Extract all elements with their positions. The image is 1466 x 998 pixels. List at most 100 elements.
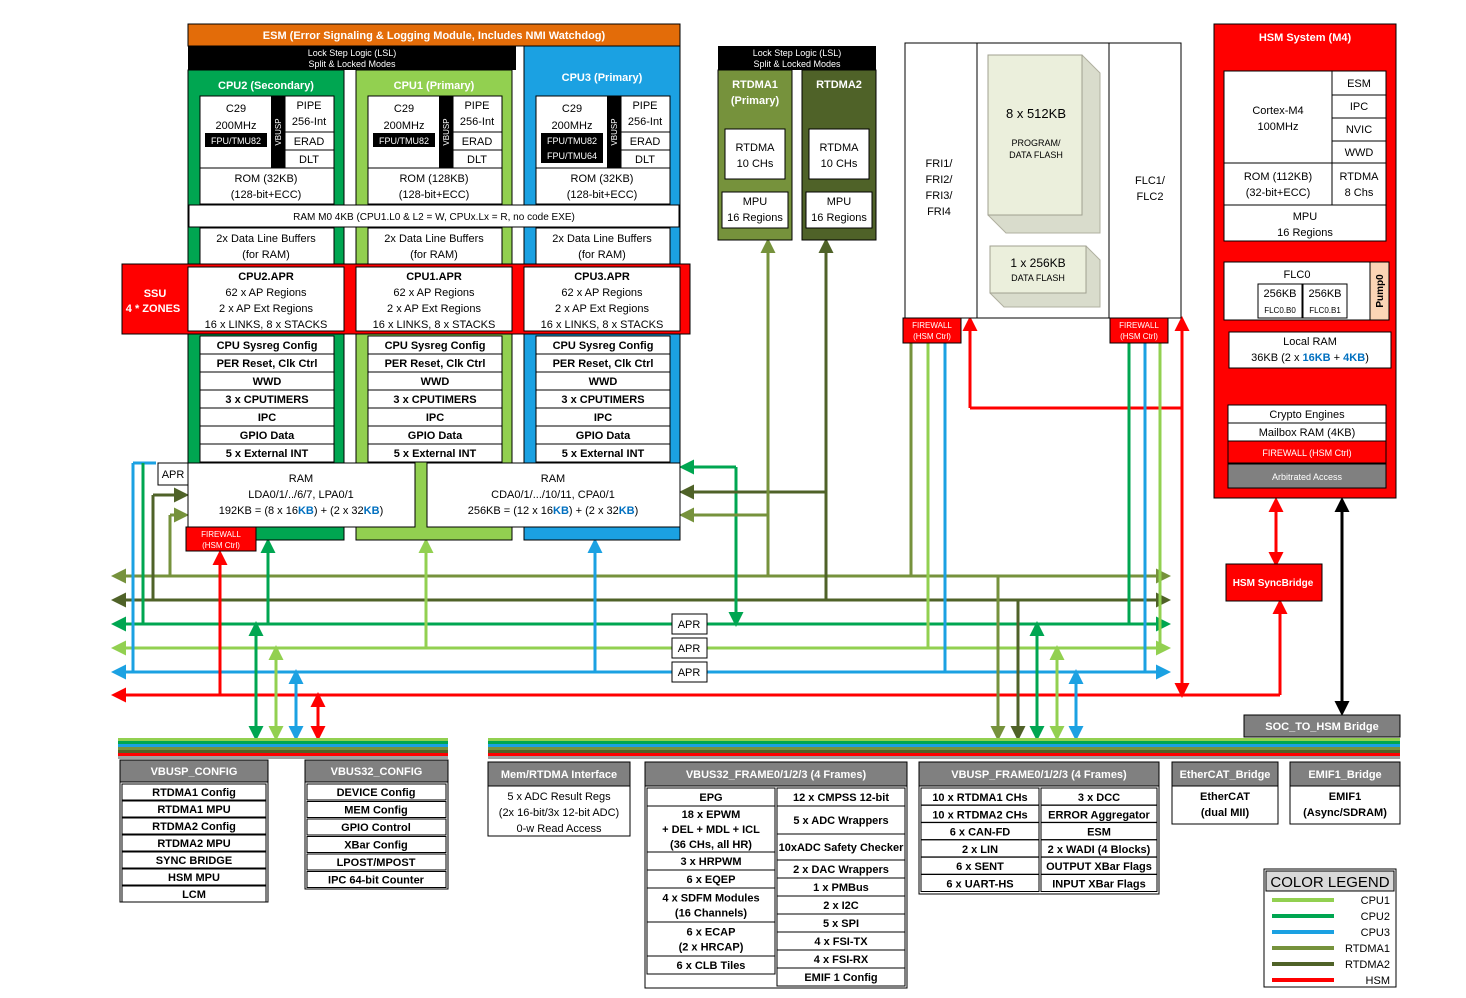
peripheral-label: PER Reset, Clk Ctrl (217, 358, 318, 370)
cpu2-title: CPU2 (Secondary) (218, 80, 314, 92)
vbus32-config-label: DEVICE Config (337, 787, 416, 799)
svg-text:Lock Step Logic (LSL): Lock Step Logic (LSL) (753, 48, 842, 58)
svg-text:FIREWALL: FIREWALL (912, 321, 952, 330)
lsl-line2: Split & Locked Modes (308, 59, 396, 69)
svg-text:ERAD: ERAD (462, 136, 493, 148)
legend-label: CPU1 (1361, 895, 1390, 907)
svg-text:HSM SyncBridge: HSM SyncBridge (1233, 578, 1314, 589)
svg-text:FRI3/: FRI3/ (926, 190, 954, 202)
svg-text:16 x LINKS, 8 x STACKS: 16 x LINKS, 8 x STACKS (541, 319, 664, 331)
vbus32-frame-left-cell (646, 887, 776, 923)
peripheral-label: GPIO Data (408, 430, 463, 442)
ethercat-line: EtherCAT (1200, 791, 1250, 803)
svg-text:10 CHs: 10 CHs (737, 158, 774, 170)
vbusp-config-cell (121, 851, 267, 869)
svg-text:256KB: 256KB (1263, 288, 1296, 300)
mem-rtdma-header (487, 761, 631, 787)
rtdma1-block: RTDMA1 (Primary) RTDMA 10 CHs MPU 16 Reg… (717, 69, 793, 241)
svg-text:MPU: MPU (827, 196, 852, 208)
svg-text:FRI1/: FRI1/ (926, 158, 954, 170)
svg-text:ROM (32KB): ROM (32KB) (571, 173, 634, 185)
vbus32-frame-right-label: EMIF 1 Config (804, 972, 877, 984)
svg-text:256-Int: 256-Int (292, 116, 326, 128)
rtdma-lsl: Lock Step Logic (LSL) Split & Locked Mod… (718, 46, 876, 70)
ram-left-block: RAM LDA0/1/../6/7, LPA0/1 192KB = (8 x 1… (187, 462, 416, 528)
vbusp-config-cell (121, 817, 267, 835)
legend-label: RTDMA1 (1345, 943, 1390, 955)
mem-rtdma-header-label: Mem/RTDMA Interface (501, 769, 617, 781)
svg-text:1 x 256KB: 1 x 256KB (1010, 256, 1065, 270)
vbus32-frame-right-cell (776, 805, 906, 835)
vbus32-frame-left-cell (646, 955, 776, 975)
ram-m0-label: RAM M0 4KB (CPU1.L0 & L2 = W, CPUx.Lx = … (293, 212, 575, 223)
svg-text:10 CHs: 10 CHs (821, 158, 858, 170)
svg-text:ROM (32KB): ROM (32KB) (235, 173, 298, 185)
svg-text:FLC0.B0: FLC0.B0 (1264, 306, 1296, 315)
svg-text:Arbitrated Access: Arbitrated Access (1272, 472, 1343, 482)
vbus32-frame-left-label: (2 x HRCAP) (679, 942, 744, 954)
vbus32-frame-right-label: 5 x ADC Wrappers (793, 815, 888, 827)
emif1-line: (Async/SDRAM) (1303, 807, 1387, 819)
svg-text:FIREWALL: FIREWALL (1119, 321, 1159, 330)
rtdma2-block: RTDMA2 RTDMA 10 CHs MPU 16 Regions (801, 69, 877, 241)
peripheral-label: 3 x CPUTIMERS (393, 394, 476, 406)
peripheral-label: CPU Sysreg Config (217, 340, 318, 352)
vbus32-frame-left-label: (36 CHs, all HR) (670, 839, 752, 851)
svg-text:DLT: DLT (467, 154, 487, 166)
vbusp-frame-right-label: OUTPUT XBar Flags (1046, 861, 1152, 873)
svg-text:Mailbox RAM (4KB): Mailbox RAM (4KB) (1259, 427, 1356, 439)
hsm-syncbridge (1225, 563, 1323, 602)
lsl-line1: Lock Step Logic (LSL) (308, 48, 397, 58)
vbusp-frame-left-label: 10 x RTDMA1 CHs (932, 792, 1027, 804)
vbus32-frame-left-label: 6 x ECAP (687, 927, 736, 939)
legend-label: RTDMA2 (1345, 959, 1390, 971)
svg-text:(Primary): (Primary) (731, 95, 780, 107)
vbusp-config-label: RTDMA1 Config (152, 787, 236, 799)
svg-text:2x Data Line Buffers: 2x Data Line Buffers (552, 233, 652, 245)
peripheral-label: 3 x CPUTIMERS (225, 394, 308, 406)
vbusp-frame-left-label: 6 x UART-HS (946, 879, 1013, 891)
svg-text:(128-bit+ECC): (128-bit+ECC) (567, 189, 638, 201)
vbus32-config-label: GPIO Control (341, 822, 411, 834)
peripheral-cell (199, 443, 335, 463)
vbus32-frame-header-label: VBUS32_FRAME0/1/2/3 (4 Frames) (686, 769, 867, 781)
peripheral-label: WWD (421, 376, 450, 388)
mem-rtdma-line: (2x 16-bit/3x 12-bit ADC) (499, 807, 619, 819)
svg-text:PIPE: PIPE (632, 100, 657, 112)
vbus32-frame-left-label: EPG (699, 792, 722, 804)
svg-text:ERAD: ERAD (294, 136, 325, 148)
vbus32-frame-right-label: 4 x FSI-RX (814, 954, 869, 966)
vbusp-frame-right-cell (1040, 874, 1158, 892)
svg-text:MPU: MPU (743, 196, 768, 208)
vbusp-config-label: RTDMA2 MPU (157, 838, 230, 850)
vbusp-frame-right-label: ESM (1087, 827, 1111, 839)
svg-text:FPU/TMU82: FPU/TMU82 (211, 136, 261, 146)
peripheral-label: WWD (253, 376, 282, 388)
vbus32-frame-left-label: (16 Channels) (675, 908, 747, 920)
svg-text:WWD: WWD (1345, 147, 1374, 159)
svg-text:FPU/TMU64: FPU/TMU64 (547, 151, 597, 161)
svg-text:2 x AP Ext Regions: 2 x AP Ext Regions (387, 303, 481, 315)
vbus32-config-cell (306, 783, 447, 801)
vbus32-config-cell (306, 871, 447, 888)
peripheral-label: GPIO Data (240, 430, 295, 442)
ethercat-bridge-header-label: EtherCAT_Bridge (1180, 769, 1271, 781)
vbus32-frame-left-label: + DEL + MDL + ICL (662, 824, 760, 836)
svg-text:IPC: IPC (1350, 101, 1368, 113)
peripheral-label: CPU Sysreg Config (385, 340, 486, 352)
vbusp-frame-right-label: INPUT XBar Flags (1052, 879, 1146, 891)
svg-text:APR: APR (678, 643, 701, 655)
svg-text:CDA0/1/.../10/11, CPA0/1: CDA0/1/.../10/11, CPA0/1 (491, 489, 615, 501)
svg-text:HSM System (M4): HSM System (M4) (1259, 32, 1352, 44)
lsl-bar (188, 46, 516, 70)
svg-text:4 * ZONES: 4 * ZONES (126, 303, 180, 315)
svg-text:192KB = (8 x 16KB) + (2 x 32KB: 192KB = (8 x 16KB) + (2 x 32KB) (219, 505, 383, 517)
svg-text:200MHz: 200MHz (216, 120, 257, 132)
vbusp-config-label: SYNC BRIDGE (156, 855, 232, 867)
legend-label: CPU2 (1361, 911, 1390, 923)
svg-text:2x Data Line Buffers: 2x Data Line Buffers (384, 233, 484, 245)
peripheral-label: 5 x External INT (226, 448, 309, 460)
